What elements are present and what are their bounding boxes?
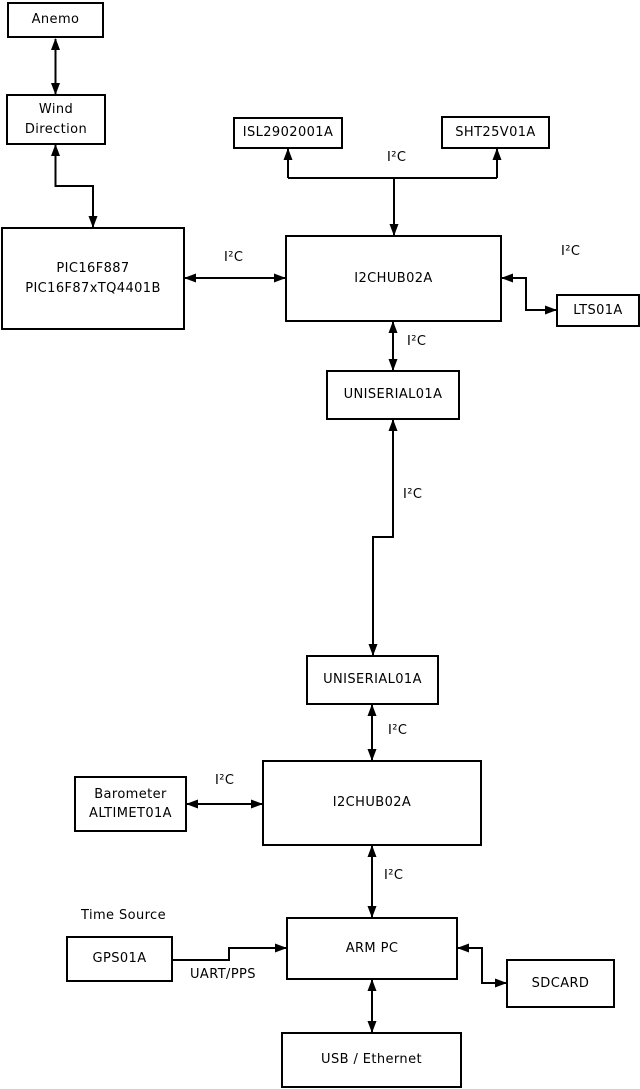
box-isl2902001a: ISL2902001A xyxy=(233,117,343,149)
box-lts01a: LTS01A xyxy=(556,294,640,327)
box-usb-ethernet: USB / Ethernet xyxy=(281,1032,462,1088)
box-arm-pc: ARM PC xyxy=(286,917,458,980)
box-wind-direction: Wind Direction xyxy=(6,94,106,145)
edge-label-i2c-hub-armpc: I²C xyxy=(384,868,404,883)
box-uniserial01a-top: UNISERIAL01A xyxy=(326,370,460,420)
edge-label-uart-pps: UART/PPS xyxy=(190,967,256,982)
edge-i2chub-top-lts xyxy=(501,273,557,315)
box-gps01a: GPS01A xyxy=(66,936,173,982)
label-time-source: Time Source xyxy=(81,908,166,923)
edge-label-i2c-uniserial-link: I²C xyxy=(403,487,423,502)
box-barometer-altimet01a: Barometer ALTIMET01A xyxy=(74,776,187,832)
edge-label-i2c-barometer: I²C xyxy=(215,773,235,788)
box-anemo: Anemo xyxy=(7,2,104,38)
box-i2chub02a-bottom: I2CHUB02A xyxy=(262,760,482,846)
edge-armpc-sdcard xyxy=(457,943,507,988)
edge-label-i2c-uniserial-hub: I²C xyxy=(388,723,408,738)
edge-wind-pic xyxy=(51,144,98,228)
edge-gps-armpc xyxy=(173,943,287,961)
box-sdcard: SDCARD xyxy=(506,959,615,1008)
box-sht25v01a: SHT25V01A xyxy=(441,116,550,149)
edge-label-i2c-lts: I²C xyxy=(561,244,581,259)
edge-label-i2c-pic-hub: I²C xyxy=(224,250,244,265)
box-uniserial01a-bottom: UNISERIAL01A xyxy=(306,655,439,705)
box-pic16f887: PIC16F887 PIC16F87xTQ4401B xyxy=(1,227,185,330)
edge-label-i2c-bus: I²C xyxy=(387,150,407,165)
edge-uniserial-top-uniserial-bottom xyxy=(368,419,398,656)
box-i2chub02a-top: I2CHUB02A xyxy=(285,235,502,322)
edge-label-i2c-hub-uniserial: I²C xyxy=(407,334,427,349)
